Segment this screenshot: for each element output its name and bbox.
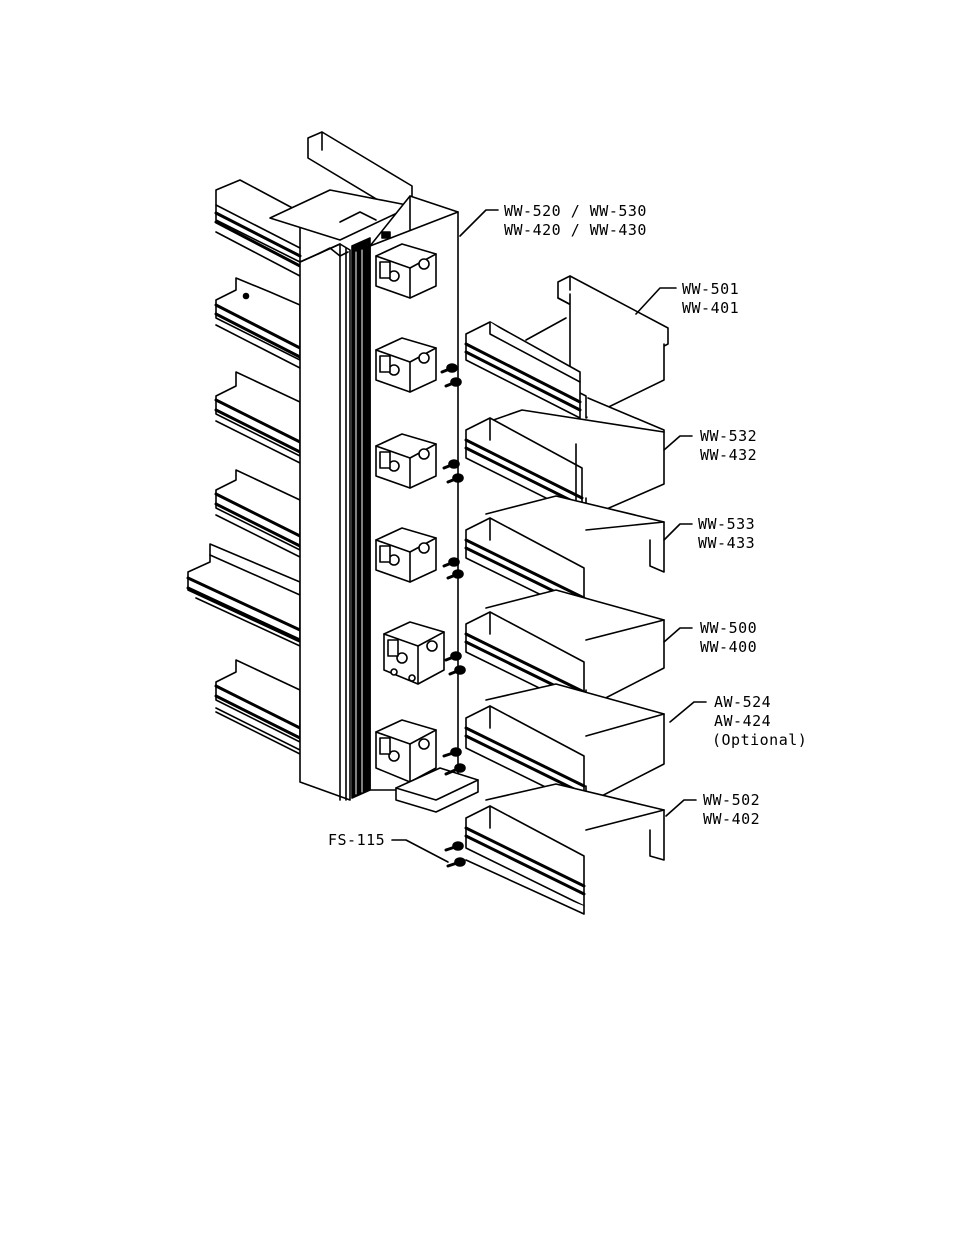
- ww500-label-line1: WW-500: [700, 619, 758, 637]
- mullion-label-line2: WW-420 / WW-430: [504, 221, 647, 239]
- profile-ww-502: [464, 783, 665, 915]
- aw524-label-line1: AW-524: [714, 693, 772, 711]
- screw-label: FS-115: [328, 831, 386, 849]
- shear-blocks: [375, 243, 479, 813]
- fastener-screws: [440, 363, 466, 868]
- head-label-line1: WW-501: [682, 280, 740, 298]
- left-horizontal-members: [186, 179, 302, 755]
- head-label-line2: WW-401: [682, 299, 740, 317]
- profile-ww-532: [464, 397, 665, 519]
- profile-aw-524: [464, 683, 665, 807]
- right-horizontal-profiles: [464, 275, 669, 915]
- ww502-label-line2: WW-402: [703, 810, 761, 828]
- aw524-label-line2: AW-424: [714, 712, 772, 730]
- mullion-label-line1: WW-520 / WW-530: [504, 202, 647, 220]
- ww533-label-line1: WW-533: [698, 515, 756, 533]
- leader-lines: [391, 209, 707, 863]
- ww502-label-line1: WW-502: [703, 791, 761, 809]
- ww533-label-line2: WW-433: [698, 534, 756, 552]
- profile-ww-501: [464, 275, 669, 419]
- ww500-label-line2: WW-400: [700, 638, 758, 656]
- aw524-label-line3: (Optional): [712, 731, 808, 749]
- ww532-label-line2: WW-432: [700, 446, 758, 464]
- ww532-label-line1: WW-532: [700, 427, 758, 445]
